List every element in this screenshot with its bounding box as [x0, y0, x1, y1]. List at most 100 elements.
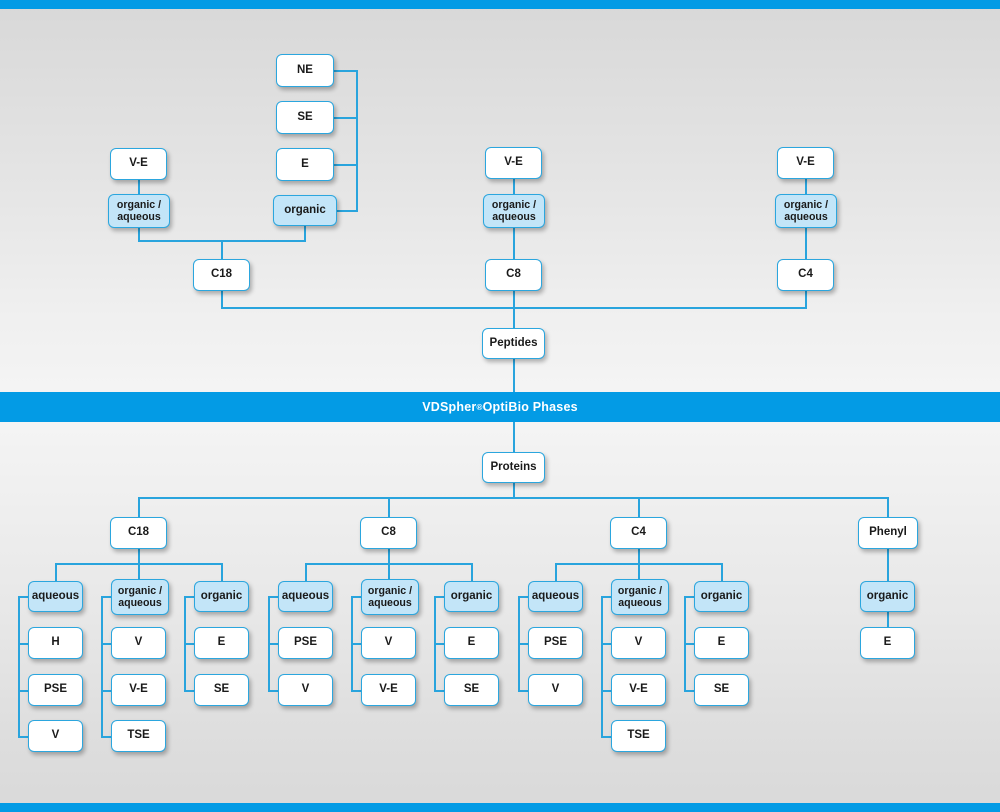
connector-c4-fan-down	[638, 549, 640, 565]
connector-banner-to-proteins	[513, 422, 515, 452]
node-c18-organic[interactable]: organic	[194, 581, 249, 612]
connector-spine-organic-group	[356, 70, 358, 212]
node-ne[interactable]: NE	[276, 54, 334, 87]
connector-c8-orgaq-i1	[351, 643, 363, 645]
connector-c18-orgaq-i3	[101, 736, 113, 738]
connector-peptides-to-banner	[513, 358, 515, 398]
node-c8-organic[interactable]: organic	[444, 581, 499, 612]
connector-c8-organic-head	[434, 596, 446, 598]
node-c8-proteins[interactable]: C8	[360, 517, 417, 549]
node-c8-organic-aqueous[interactable]: organic / aqueous	[361, 579, 419, 615]
node-phenyl-organic-e[interactable]: E	[860, 627, 915, 659]
node-c4-organic-aqueous[interactable]: organic / aqueous	[611, 579, 669, 615]
node-c18-orgaq-ve[interactable]: V-E	[111, 674, 166, 706]
node-c4-aqueous-v[interactable]: V	[528, 674, 583, 706]
connector-c8-to-orgaq	[388, 563, 390, 581]
node-c4-organic[interactable]: organic	[694, 581, 749, 612]
connector-c4-down-top	[805, 289, 807, 309]
node-c4-organic-e[interactable]: E	[694, 627, 749, 659]
node-c4-organic-se[interactable]: SE	[694, 674, 749, 706]
connector-bus-to-c18-bottom	[138, 497, 140, 517]
connector-c8-down-top	[513, 289, 515, 309]
node-c4-orgaq-ve[interactable]: V-E	[611, 674, 666, 706]
connector-proteins-down	[513, 483, 515, 499]
node-c8-orgaq-v[interactable]: V	[361, 627, 416, 659]
node-c18-orgaq-tse[interactable]: TSE	[111, 720, 166, 752]
connector-c18-to-aqueous	[55, 563, 57, 581]
connector-c4-aqueous-i1	[518, 643, 530, 645]
connector-c18-organic-head	[184, 596, 196, 598]
node-c18-aqueous-pse[interactable]: PSE	[28, 674, 83, 706]
connector-c4-orgaq-i2	[601, 690, 613, 692]
node-c18-proteins[interactable]: C18	[110, 517, 167, 549]
node-phenyl-proteins[interactable]: Phenyl	[858, 517, 918, 549]
connector-organic-down	[304, 226, 306, 241]
connector-bus-proteins	[138, 497, 888, 499]
connector-c18-down-top	[221, 289, 223, 309]
node-c8-organic-e[interactable]: E	[444, 627, 499, 659]
connector-c8-orgaq-head	[351, 596, 363, 598]
node-ve-c8[interactable]: V-E	[485, 147, 542, 179]
connector-bus-to-c8-bottom	[388, 497, 390, 517]
node-c18-aqueous-v[interactable]: V	[28, 720, 83, 752]
node-c18-aqueous-h[interactable]: H	[28, 627, 83, 659]
node-c18-organic-e[interactable]: E	[194, 627, 249, 659]
node-proteins-root[interactable]: Proteins	[482, 452, 545, 483]
node-c4-proteins[interactable]: C4	[610, 517, 667, 549]
connector-c4-orgaq-i3	[601, 736, 613, 738]
connector-c4-aqueous-i2	[518, 690, 530, 692]
connector-c8-to-aqueous	[305, 563, 307, 581]
node-c18-organic-aqueous[interactable]: organic / aqueous	[111, 579, 169, 615]
connector-c18-to-organic	[221, 563, 223, 581]
connector-ve-to-orgaq-right	[805, 178, 807, 196]
node-c18-orgaq-v[interactable]: V	[111, 627, 166, 659]
banner-label-tail: OptiBio Phases	[482, 400, 578, 414]
node-phenyl-organic[interactable]: organic	[860, 581, 915, 612]
node-c4-orgaq-v[interactable]: V	[611, 627, 666, 659]
connector-orgaq-right-to-c4	[805, 227, 807, 261]
node-organic-aqueous-c8[interactable]: organic / aqueous	[483, 194, 545, 228]
node-organic-top[interactable]: organic	[273, 195, 337, 226]
node-organic-aqueous-c18[interactable]: organic / aqueous	[108, 194, 170, 228]
connector-ne-right	[334, 70, 358, 72]
node-c4-aqueous[interactable]: aqueous	[528, 581, 583, 612]
node-se[interactable]: SE	[276, 101, 334, 134]
connector-c4-to-orgaq	[638, 563, 640, 581]
connector-c18-orgaq-i1	[101, 643, 113, 645]
connector-c4-to-aqueous	[555, 563, 557, 581]
node-ve-c4[interactable]: V-E	[777, 147, 834, 179]
node-c8-organic-se[interactable]: SE	[444, 674, 499, 706]
node-c8-orgaq-ve[interactable]: V-E	[361, 674, 416, 706]
connector-c4-organic-head	[684, 596, 696, 598]
node-c8-aqueous-v[interactable]: V	[278, 674, 333, 706]
node-c18-aqueous[interactable]: aqueous	[28, 581, 83, 612]
connector-c8-organic-i1	[434, 643, 446, 645]
node-c18-peptides[interactable]: C18	[193, 259, 250, 291]
connector-bus-to-c4-bottom	[638, 497, 640, 517]
node-c8-peptides[interactable]: C8	[485, 259, 542, 291]
connector-c4-orgaq-i1	[601, 643, 613, 645]
connector-c18-to-orgaq	[138, 563, 140, 581]
connector-c4-organic-i1	[684, 643, 696, 645]
node-c4-aqueous-pse[interactable]: PSE	[528, 627, 583, 659]
node-ve-c18[interactable]: V-E	[110, 148, 167, 180]
node-organic-aqueous-c4[interactable]: organic / aqueous	[775, 194, 837, 228]
connector-c18-aqueous-i3	[18, 736, 30, 738]
node-c4-orgaq-tse[interactable]: TSE	[611, 720, 666, 752]
node-peptides-root[interactable]: Peptides	[482, 328, 545, 359]
spine-c18-orgaq	[101, 597, 103, 737]
top-accent-bar	[0, 0, 1000, 9]
connector-c18-aqueous-i2	[18, 690, 30, 692]
connector-c18-organic-i2	[184, 690, 196, 692]
node-c4-peptides[interactable]: C4	[777, 259, 834, 291]
connector-c8-fan-down	[388, 549, 390, 565]
connector-c8-orgaq-i2	[351, 690, 363, 692]
spine-c4-orgaq	[601, 597, 603, 737]
node-c8-aqueous-pse[interactable]: PSE	[278, 627, 333, 659]
connector-e-right	[334, 164, 358, 166]
connector-bus-to-peptides	[513, 307, 515, 330]
node-c8-aqueous[interactable]: aqueous	[278, 581, 333, 612]
node-e[interactable]: E	[276, 148, 334, 181]
node-c18-organic-se[interactable]: SE	[194, 674, 249, 706]
